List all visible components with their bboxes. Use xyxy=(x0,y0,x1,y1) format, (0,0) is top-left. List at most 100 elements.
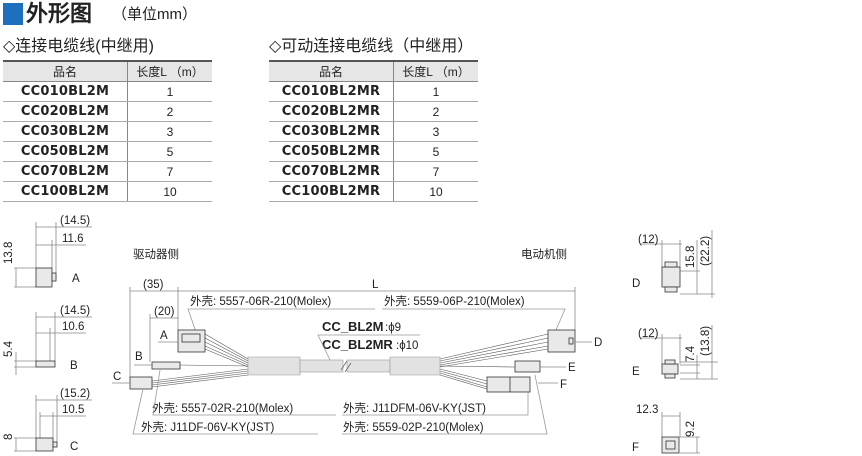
view-a-height: 13.8 xyxy=(3,242,15,264)
length: 2 xyxy=(393,101,478,122)
part-name: CC050BL2M xyxy=(3,141,128,162)
part-name: CC030BL2M xyxy=(3,121,128,142)
title-marker xyxy=(3,3,23,25)
part-name: CC070BL2MR xyxy=(269,161,394,182)
housing-e-label: 外壳: J11DFM-06V-KY(JST) xyxy=(343,401,486,415)
view-e-height-outer: (13.8) xyxy=(700,326,712,356)
length: 10 xyxy=(127,181,212,202)
view-d-width: (12) xyxy=(638,234,659,246)
view-a-width-outer: (14.5) xyxy=(60,215,90,227)
label-e: E xyxy=(568,362,576,374)
connector-b xyxy=(151,361,181,370)
label-b: B xyxy=(135,351,143,363)
view-a: (14.5) 11.6 13.8 A xyxy=(3,215,92,288)
dim-35: (35) xyxy=(143,279,164,291)
view-d: (12) 15.8 (22.2) D xyxy=(632,230,715,298)
view-c-label: C xyxy=(70,441,78,453)
length: 3 xyxy=(393,121,478,142)
cable1-model: CC_BL2M xyxy=(322,319,383,334)
part-name: CC010BL2M xyxy=(3,81,128,102)
length: 5 xyxy=(393,141,478,162)
wires xyxy=(151,333,549,390)
col-part-name: 品名 xyxy=(269,60,394,82)
connector-a xyxy=(177,329,206,353)
label-c: C xyxy=(113,371,121,383)
view-e: (12) 7.4 (13.8) E xyxy=(632,325,718,380)
dim-L: L xyxy=(372,279,379,291)
part-name: CC020BL2M xyxy=(3,101,128,122)
unit-note: （单位mm） xyxy=(112,6,197,23)
view-b-width-outer: (14.5) xyxy=(60,305,90,317)
motor-side-label: 电动机侧 xyxy=(521,247,567,261)
part-name: CC030BL2MR xyxy=(269,121,394,142)
part-name: CC100BL2M xyxy=(3,181,128,202)
view-d-label: D xyxy=(632,278,640,290)
length: 7 xyxy=(393,161,478,182)
view-e-label: E xyxy=(632,366,640,378)
cable1-diameter: :ϕ9 xyxy=(385,322,401,334)
part-name: CC050BL2MR xyxy=(269,141,394,162)
page-title: 外形图 xyxy=(26,1,93,26)
length: 10 xyxy=(393,181,478,202)
cable2-model: CC_BL2MR xyxy=(322,337,393,352)
length: 1 xyxy=(393,81,478,102)
view-c-width-outer: (15.2) xyxy=(60,388,90,400)
length: 5 xyxy=(127,141,212,162)
part-name: CC070BL2M xyxy=(3,161,128,182)
col-part-name: 品名 xyxy=(3,60,128,82)
view-e-height-inner: 7.4 xyxy=(685,345,697,362)
label-d: D xyxy=(594,337,602,349)
part-name: CC100BL2MR xyxy=(269,181,394,202)
view-c: (15.2) 10.5 8 C xyxy=(3,388,92,453)
housing-f-label: 外壳: 5559-02P-210(Molex) xyxy=(343,420,484,434)
driver-side-label: 驱动器侧 xyxy=(133,248,179,261)
cable-sheath xyxy=(247,356,441,376)
table2-heading: ◇可动连接电缆线（中继用） xyxy=(269,38,474,55)
dim-20: (20) xyxy=(154,306,175,318)
length: 7 xyxy=(127,161,212,182)
view-b-height: 5.4 xyxy=(3,340,15,357)
view-c-width-inner: 10.5 xyxy=(62,404,84,416)
length: 3 xyxy=(127,121,212,142)
connector-d xyxy=(547,329,576,353)
length: 1 xyxy=(127,81,212,102)
part-name: CC020BL2MR xyxy=(269,101,394,122)
view-e-width: (12) xyxy=(638,328,659,340)
cable2-diameter: :ϕ10 xyxy=(396,340,418,352)
view-a-label: A xyxy=(72,273,80,285)
col-length: 长度L （m） xyxy=(393,60,478,82)
housing-d-label: 外壳: 5559-06P-210(Molex) xyxy=(384,294,525,308)
col-length: 长度L （m） xyxy=(127,60,212,82)
dimension-lines xyxy=(129,287,576,378)
housing-c-label: 外壳: J11DF-06V-KY(JST) xyxy=(141,420,275,434)
view-b-width-inner: 10.6 xyxy=(62,321,84,333)
view-d-height-outer: (22.2) xyxy=(700,236,712,266)
view-f: 12.3 9.2 F xyxy=(632,404,700,454)
view-d-height-inner: 15.8 xyxy=(685,246,697,268)
part-name: CC010BL2MR xyxy=(269,81,394,102)
view-b: (14.5) 10.6 5.4 B xyxy=(3,305,92,375)
connector-e xyxy=(514,360,541,373)
view-f-width: 12.3 xyxy=(636,404,658,416)
view-a-width-inner: 11.6 xyxy=(62,233,84,245)
view-f-height: 9.2 xyxy=(685,421,697,437)
connector-c xyxy=(129,376,153,390)
view-c-height: 8 xyxy=(3,434,15,440)
connector-f xyxy=(486,376,531,393)
length: 2 xyxy=(127,101,212,122)
view-f-label: F xyxy=(632,442,639,454)
